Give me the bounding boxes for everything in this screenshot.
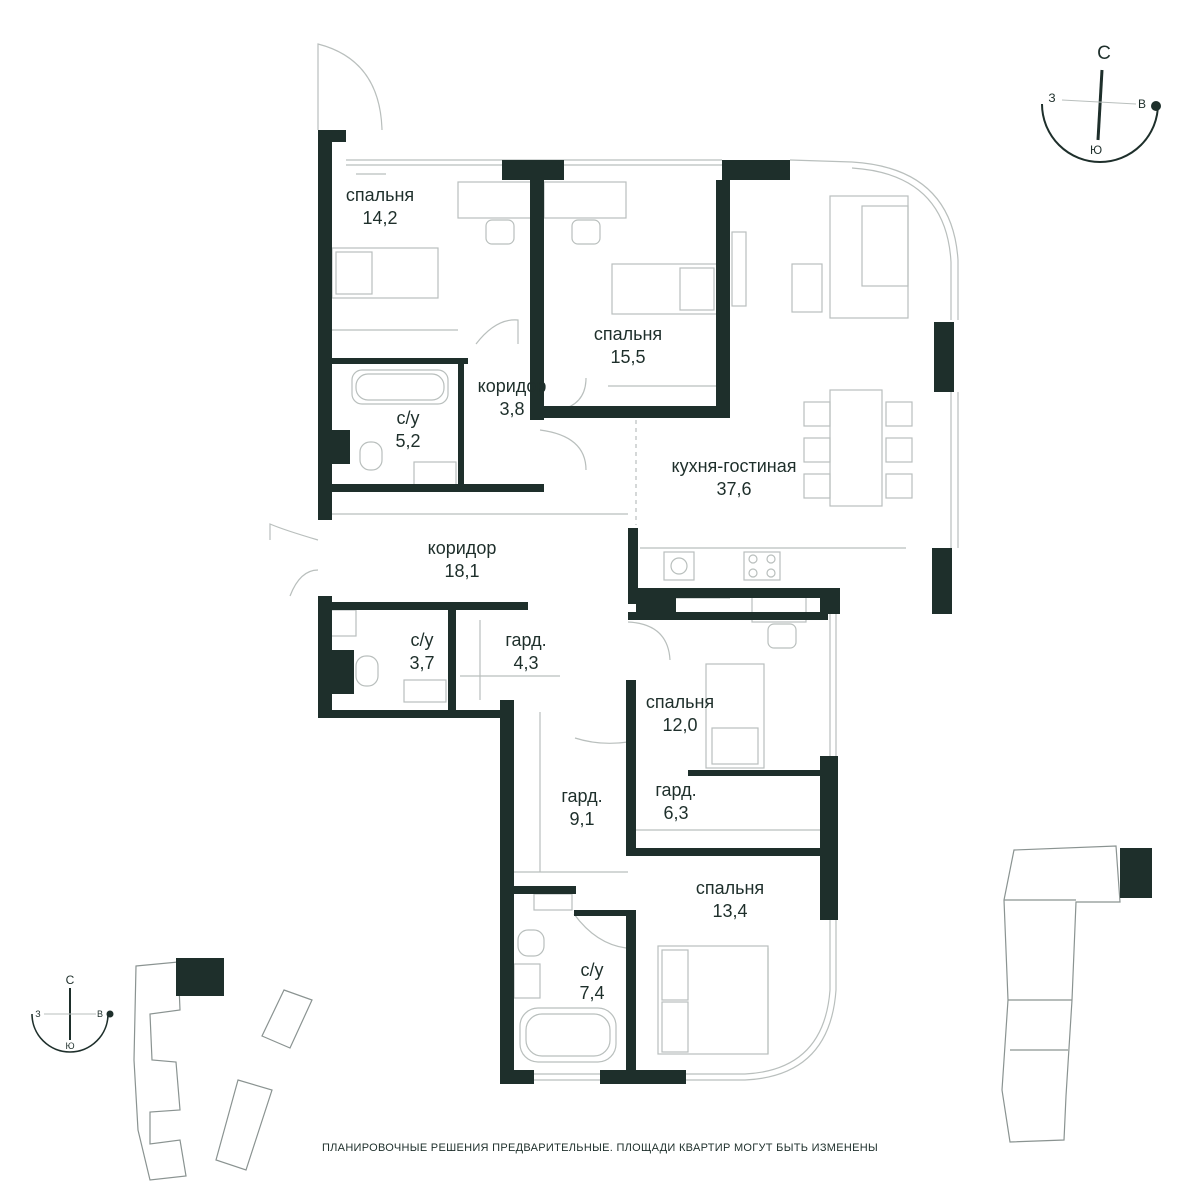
- room-name: коридор: [477, 376, 547, 396]
- walls: [318, 130, 954, 1084]
- room-area: 3,7: [409, 653, 435, 673]
- room-bedroom-4: спальня 13,4: [696, 877, 764, 923]
- room-area: 37,6: [716, 479, 752, 499]
- room-name: с/у: [410, 630, 434, 650]
- compass-main: [1041, 69, 1161, 163]
- room-bathroom-2: с/у 3,7: [409, 629, 434, 675]
- room-area: 4,3: [513, 653, 539, 673]
- site-plan-building: [1001, 845, 1152, 1143]
- compass-north-label: С: [1097, 43, 1111, 64]
- room-area: 5,2: [395, 431, 421, 451]
- compass-west-label: З: [1048, 91, 1056, 105]
- room-name: спальня: [645, 692, 715, 712]
- room-area: 13,4: [712, 901, 748, 921]
- room-name: гард.: [561, 786, 603, 806]
- room-bathroom-3: с/у 7,4: [579, 959, 604, 1005]
- room-wardrobe-2: гард. 9,1: [561, 785, 602, 831]
- room-bedroom-3: спальня 12,0: [646, 691, 714, 737]
- compass-east-label: В: [1137, 97, 1147, 111]
- compass-site-north-label: С: [65, 973, 75, 987]
- room-name: спальня: [593, 324, 663, 344]
- room-wardrobe-3: гард. 6,3: [655, 779, 696, 825]
- room-name: спальня: [345, 185, 415, 205]
- room-wardrobe-1: гард. 4,3: [505, 629, 546, 675]
- compass-site-west-label: З: [35, 1009, 41, 1019]
- room-name: кухня-гостиная: [671, 456, 797, 476]
- room-name: коридор: [427, 538, 497, 558]
- room-area: 14,2: [362, 208, 398, 228]
- room-corridor-1: коридор 3,8: [478, 375, 547, 421]
- room-name: гард.: [505, 630, 547, 650]
- room-area: 9,1: [569, 809, 595, 829]
- room-area: 3,8: [499, 399, 525, 419]
- room-area: 12,0: [662, 715, 698, 735]
- room-bedroom-2: спальня 15,5: [594, 323, 662, 369]
- room-area: 6,3: [663, 803, 689, 823]
- room-corridor-2: коридор 18,1: [428, 537, 497, 583]
- compass-site-east-dot: [106, 1010, 114, 1018]
- compass-east-dot: [1151, 101, 1161, 111]
- room-name: спальня: [695, 878, 765, 898]
- room-name: с/у: [580, 960, 604, 980]
- site-plan: [133, 958, 313, 1181]
- disclaimer-text: ПЛАНИРОВОЧНЫЕ РЕШЕНИЯ ПРЕДВАРИТЕЛЬНЫЕ. П…: [321, 1142, 879, 1154]
- room-name: гард.: [655, 780, 697, 800]
- room-area: 15,5: [610, 347, 646, 367]
- compass-site-east-label: В: [96, 1009, 104, 1019]
- compass-south-label: Ю: [1089, 143, 1103, 157]
- room-area: 7,4: [579, 983, 605, 1003]
- room-name: с/у: [396, 408, 420, 428]
- compass-site: [31, 988, 114, 1053]
- room-area: 18,1: [444, 561, 480, 581]
- room-bedroom-1: спальня 14,2: [346, 184, 414, 230]
- room-bathroom-1: с/у 5,2: [395, 407, 420, 453]
- room-kitchen-living: кухня-гостиная 37,6: [672, 455, 797, 501]
- compass-site-south-label: Ю: [65, 1041, 75, 1051]
